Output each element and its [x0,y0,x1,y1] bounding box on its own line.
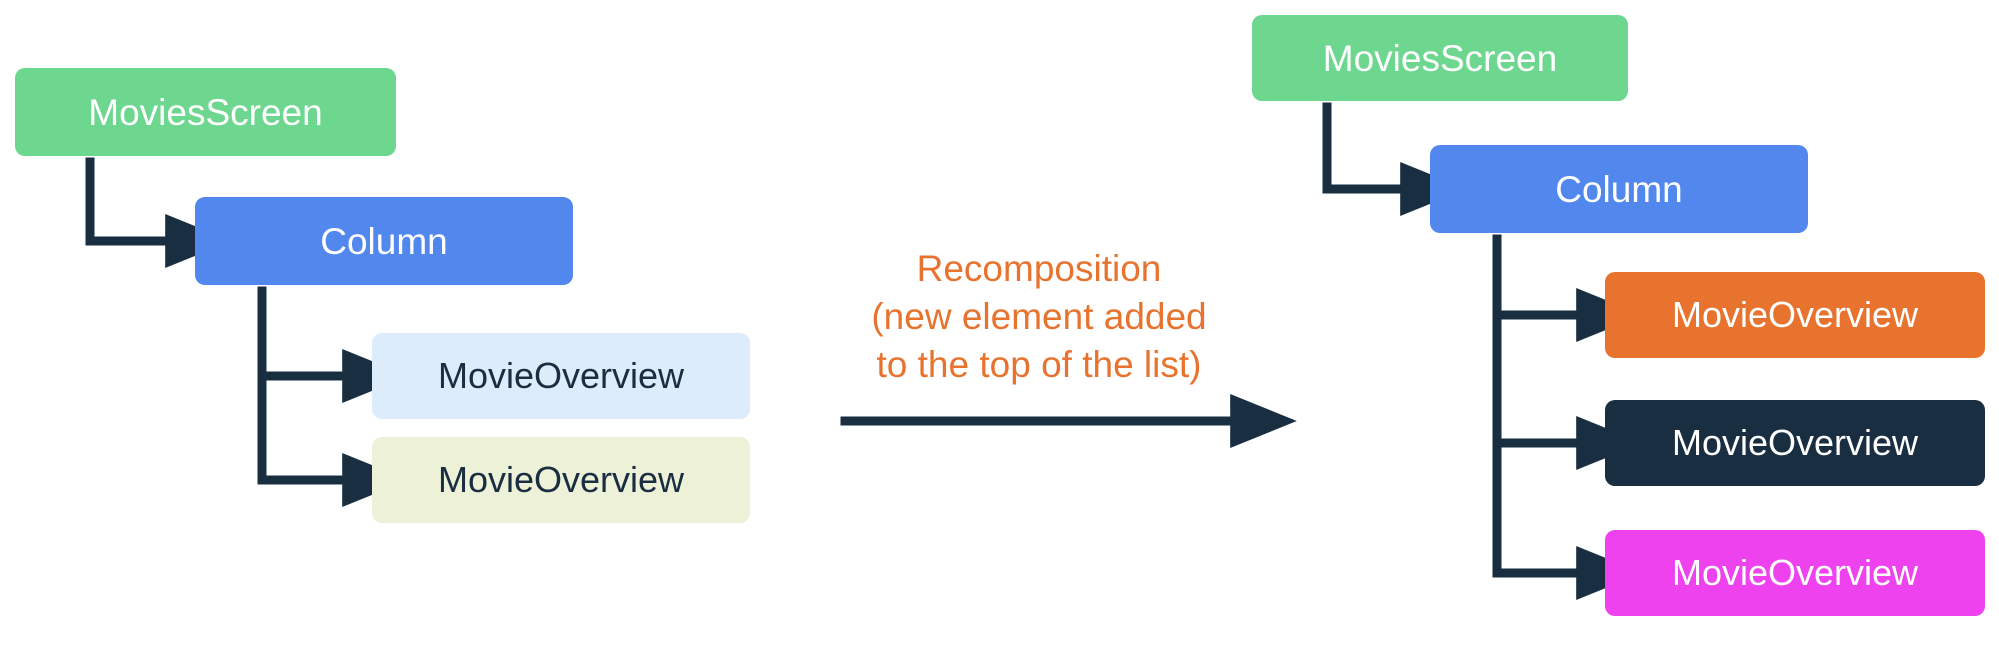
edge-after-moviesscreen-to-column [1322,102,1467,216]
node-label: MovieOverview [1671,552,1919,593]
caption-line-2: (new element added [871,296,1207,337]
caption-line-1: Recomposition [916,248,1162,289]
node-label: MovieOverview [1671,294,1919,335]
edge-before-column-to-overviews [257,286,409,507]
node-label: MoviesScreen [88,91,323,133]
node-label: Column [1555,168,1683,210]
node-before-movie-overview-1[interactable]: MovieOverview [372,333,750,419]
recomposition-caption: Recomposition (new element added to the … [845,245,1233,389]
node-before-movie-overview-2[interactable]: MovieOverview [372,437,750,523]
node-before-column[interactable]: Column [195,197,573,285]
node-label: MovieOverview [437,355,685,396]
node-after-movie-overview-1[interactable]: MovieOverview [1605,272,1985,358]
node-label: MovieOverview [437,459,685,500]
edge-after-column-to-overviews [1492,234,1643,600]
node-label: Column [320,220,448,262]
node-after-movies-screen[interactable]: MoviesScreen [1252,15,1628,101]
node-label: MovieOverview [1671,422,1919,463]
node-label: MoviesScreen [1322,37,1558,79]
node-after-column[interactable]: Column [1430,145,1808,233]
edge-before-moviesscreen-to-column [85,157,232,268]
caption-line-3: to the top of the list) [876,344,1202,385]
node-before-movies-screen[interactable]: MoviesScreen [15,68,396,156]
node-after-movie-overview-2[interactable]: MovieOverview [1605,400,1985,486]
node-after-movie-overview-3[interactable]: MovieOverview [1605,530,1985,616]
